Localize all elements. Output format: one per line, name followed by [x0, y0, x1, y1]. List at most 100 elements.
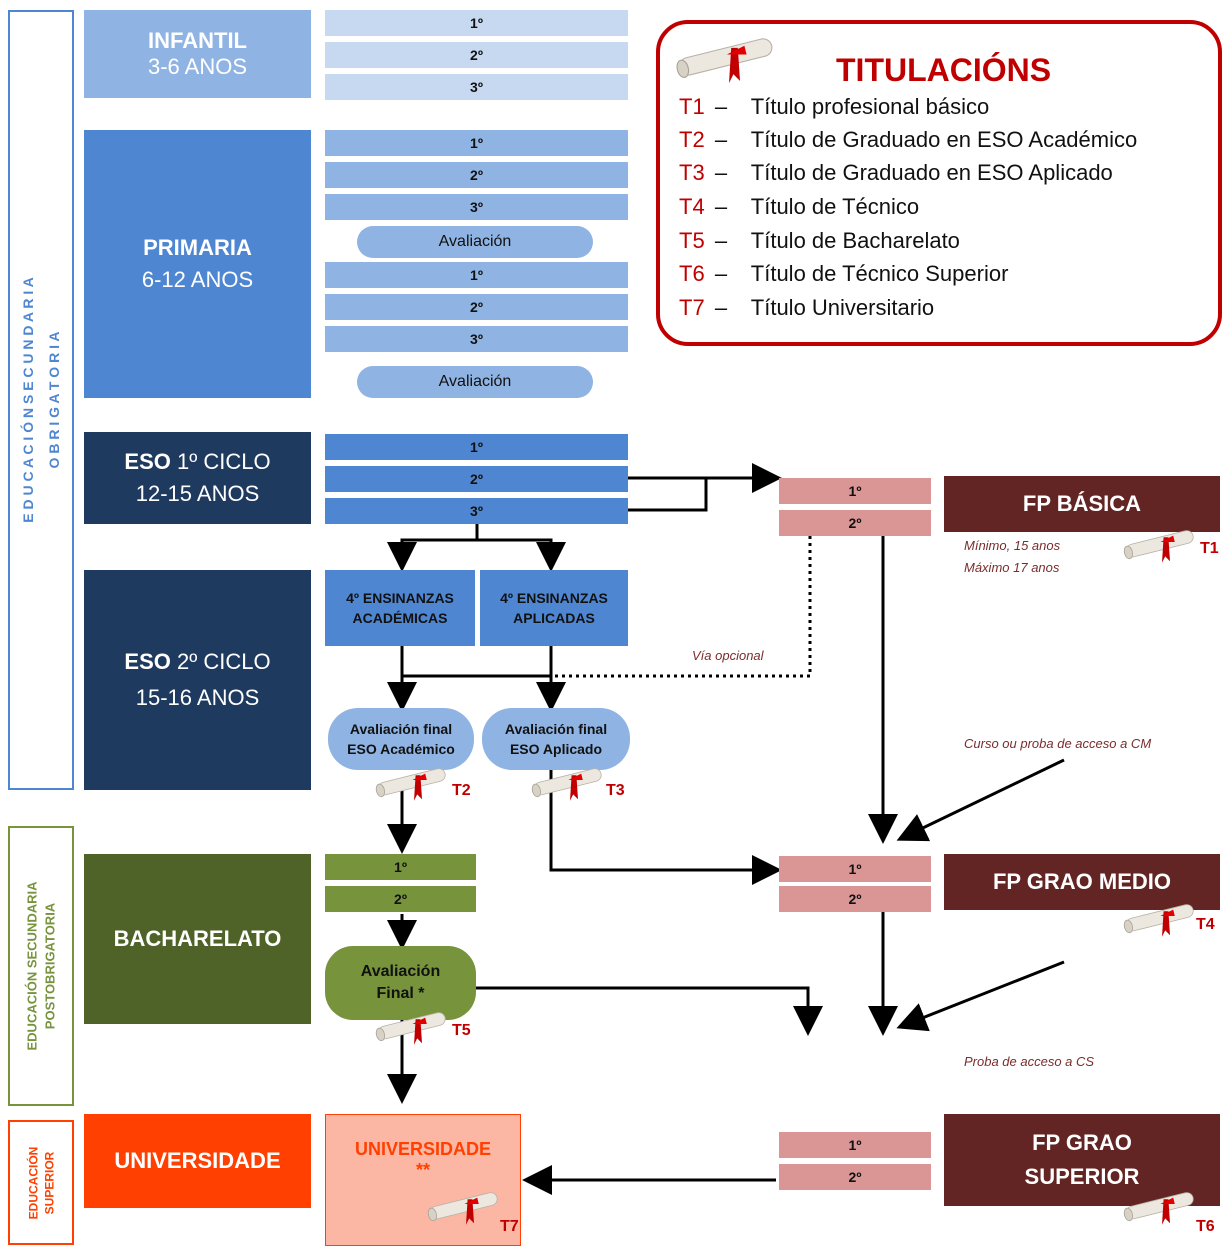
- eso4-academicas-line2: ACADÉMICAS: [352, 610, 448, 626]
- fp-basica-title: FP BÁSICA: [1022, 491, 1142, 516]
- stage-universidade: UNIVERSIDADE: [84, 1114, 311, 1208]
- titulacion-t2-label: Título de Graduado en ESO Académico: [750, 127, 1138, 152]
- fp-grao-superior: FP GRAO SUPERIOR: [944, 1114, 1220, 1206]
- fp-superior-course-2: 2º: [779, 1164, 931, 1190]
- degree-tag-t1: T1: [1200, 540, 1219, 557]
- stage-eso1-ages: 12-15 ANOS: [135, 481, 260, 506]
- eso-course-3: 3º: [325, 498, 628, 524]
- side-label-superior: EDUCACIÓN SUPERIOR: [8, 1120, 74, 1245]
- stage-primaria-ages: 6-12 ANOS: [141, 267, 254, 292]
- side-label-obrigatoria: E D U C A C I Ó N S E C U N D A R I A O …: [8, 10, 74, 790]
- titulacion-t6-dash: –: [714, 261, 728, 286]
- fp-grao-medio-title: FP GRAO MEDIO: [992, 869, 1172, 894]
- diploma-scroll-icon: [1122, 1188, 1202, 1228]
- eval-eso-aplicado: Avaliación final ESO Aplicado: [482, 708, 630, 770]
- side-label-obrigatoria-line1: E D U C A C I Ó N S E C U N D A R I A: [20, 277, 37, 523]
- primaria-avaliacion-2: Avaliación: [357, 366, 593, 398]
- eval-bach-final-line2: Final *: [376, 985, 425, 1002]
- fp-grao-superior-line2: SUPERIOR: [1024, 1164, 1140, 1189]
- stage-bacharelato-title: BACHARELATO: [113, 926, 282, 951]
- side-label-superior-line1: EDUCACIÓN: [26, 1146, 41, 1219]
- primaria-avaliacion-1: Avaliación: [357, 226, 593, 258]
- infantil-course-2: 2º: [325, 42, 628, 68]
- titulacion-t3-label: Título de Graduado en ESO Aplicado: [750, 160, 1113, 185]
- stage-eso2-bold: ESO: [124, 649, 171, 674]
- degree-tag-t4: T4: [1196, 916, 1215, 933]
- stage-infantil: INFANTIL 3-6 ANOS: [84, 10, 311, 98]
- note-via-opcional: Vía opcional: [692, 648, 764, 663]
- diploma-scroll-icon: [674, 32, 784, 88]
- fp-grao-superior-line1: FP GRAO: [1032, 1130, 1132, 1155]
- eso4-aplicadas-line1: 4º ENSINANZAS: [500, 590, 608, 606]
- diploma-scroll-icon: [374, 764, 454, 804]
- titulacion-t4-code: T4: [679, 194, 705, 219]
- titulacions-heading: TITULACIÓNS: [836, 52, 1052, 88]
- bach-course-1: 1º: [325, 854, 476, 880]
- diploma-scroll-icon: [1122, 900, 1202, 940]
- stage-infantil-ages: 3-6 ANOS: [147, 54, 248, 79]
- side-label-postobrigatoria-line2: POSTOBRIGATORIA: [42, 902, 58, 1030]
- note-acceso-cs: Proba de acceso a CS: [964, 1054, 1095, 1069]
- titulacion-t6-label: Título de Técnico Superior: [750, 261, 1009, 286]
- titulacion-t5-label: Título de Bacharelato: [750, 228, 960, 253]
- titulacion-t1-label: Título profesional básico: [750, 94, 990, 119]
- titulacion-t1-dash: –: [714, 94, 728, 119]
- stage-universidade-title: UNIVERSIDADE: [114, 1148, 281, 1173]
- degree-tag-t2: T2: [452, 782, 471, 799]
- degree-tag-t5: T5: [452, 1022, 471, 1039]
- titulacion-t7: T7 – Título Universitario: [679, 295, 934, 321]
- primaria-course-3: 3º: [325, 194, 628, 220]
- titulacion-t6: T6 – Título de Técnico Superior: [679, 261, 1008, 287]
- degree-tag-t7: T7: [500, 1218, 519, 1235]
- stage-eso2-title: 2º CICLO: [176, 649, 271, 674]
- eso4-academicas: 4º ENSINANZAS ACADÉMICAS: [325, 570, 475, 646]
- titulacion-t6-code: T6: [679, 261, 705, 286]
- stage-eso2: ESO 2º CICLO 15-16 ANOS: [84, 570, 311, 790]
- fp-medio-course-2: 2º: [779, 886, 931, 912]
- primaria-course-4: 1º: [325, 262, 628, 288]
- side-label-postobrigatoria: EDUCACIÓN SECUNDARIA POSTOBRIGATORIA: [8, 826, 74, 1106]
- universidade-box-title: UNIVERSIDADE: [354, 1139, 492, 1159]
- titulacion-t7-label: Título Universitario: [750, 295, 935, 320]
- titulacions-panel: TITULACIÓNS: [656, 20, 1222, 346]
- bach-course-2: 2º: [325, 886, 476, 912]
- eval-eso-academico-line1: Avaliación final: [349, 721, 453, 737]
- side-label-postobrigatoria-line1: EDUCACIÓN SECUNDARIA: [24, 881, 40, 1051]
- eval-eso-academico-line2: ESO Académico: [347, 741, 455, 757]
- fp-superior-course-1: 1º: [779, 1132, 931, 1158]
- note-fp-basica-max: Máximo 17 anos: [964, 560, 1060, 575]
- titulacion-t4-dash: –: [714, 194, 728, 219]
- primaria-course-6: 3º: [325, 326, 628, 352]
- degree-tag-t3: T3: [606, 782, 625, 799]
- fp-basica: FP BÁSICA: [944, 476, 1220, 532]
- eso-course-1: 1º: [325, 434, 628, 460]
- stage-eso1-bold: ESO: [124, 449, 171, 474]
- titulacion-t1-code: T1: [679, 94, 705, 119]
- eso-course-2: 2º: [325, 466, 628, 492]
- eval-eso-aplicado-line1: Avaliación final: [504, 721, 608, 737]
- titulacion-t2-code: T2: [679, 127, 705, 152]
- stage-eso2-ages: 15-16 ANOS: [135, 685, 260, 710]
- degree-tag-t6: T6: [1196, 1218, 1215, 1235]
- universidade-box-mark: **: [415, 1160, 430, 1180]
- stage-infantil-title: INFANTIL: [148, 28, 247, 53]
- fp-basica-course-2: 2º: [779, 510, 931, 536]
- note-acceso-cm: Curso ou proba de acceso a CM: [964, 736, 1152, 751]
- diploma-scroll-icon: [530, 764, 610, 804]
- titulacion-t4: T4 – Título de Técnico: [679, 194, 919, 220]
- titulacion-t3-dash: –: [714, 160, 728, 185]
- primaria-course-5: 2º: [325, 294, 628, 320]
- diploma-scroll-icon: [1122, 526, 1202, 566]
- eval-bach-final-line1: Avaliación: [360, 963, 441, 980]
- fp-grao-medio: FP GRAO MEDIO: [944, 854, 1220, 910]
- stage-eso1-title: 1º CICLO: [176, 449, 271, 474]
- eso4-aplicadas-line2: APLICADAS: [513, 610, 595, 626]
- infantil-course-3: 3º: [325, 74, 628, 100]
- stage-primaria: PRIMARIA 6-12 ANOS: [84, 130, 311, 398]
- eso4-aplicadas: 4º ENSINANZAS APLICADAS: [480, 570, 628, 646]
- eval-eso-aplicado-line2: ESO Aplicado: [509, 741, 603, 757]
- titulacion-t3-code: T3: [679, 160, 705, 185]
- titulacion-t7-dash: –: [714, 295, 728, 320]
- fp-basica-course-1: 1º: [779, 478, 931, 504]
- primaria-course-2: 2º: [325, 162, 628, 188]
